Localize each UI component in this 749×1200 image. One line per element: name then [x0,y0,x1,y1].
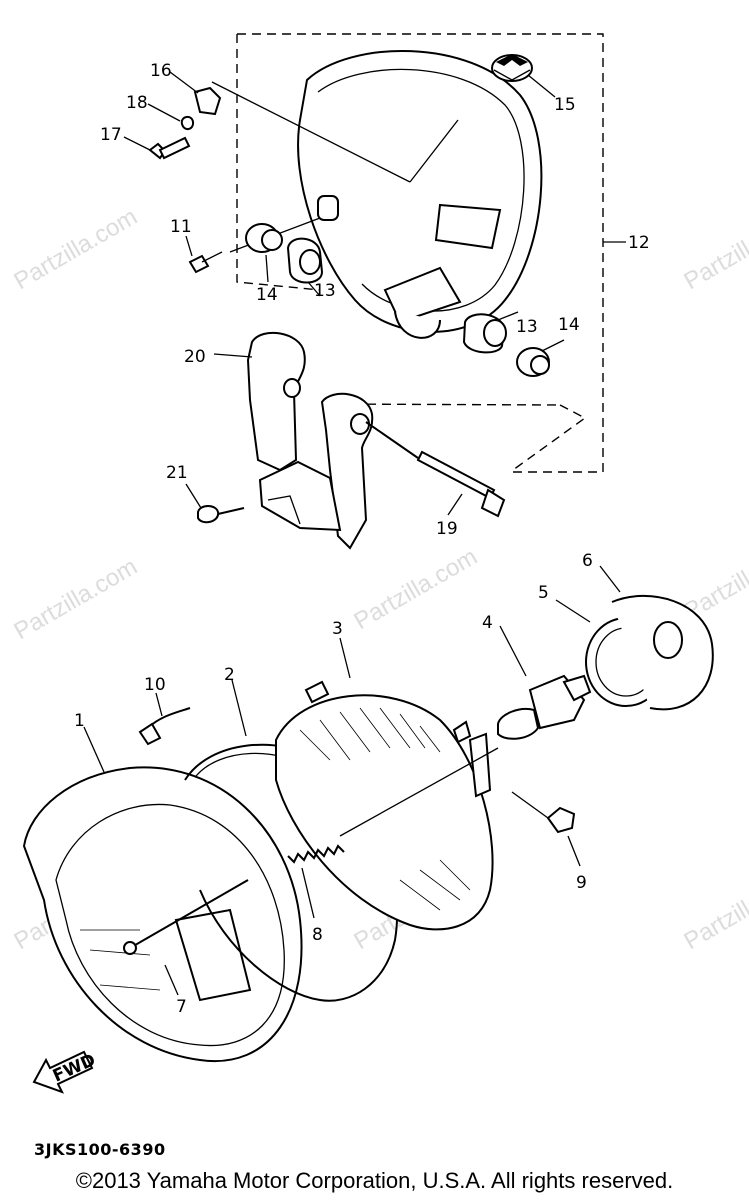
part-number-label: 7 [176,997,187,1017]
headlight-rim [22,726,303,1063]
part-labels: 16 18 17 15 11 12 14 13 13 14 20 21 19 6… [74,61,650,1017]
part-number-label: 10 [144,675,166,695]
part-number-label: 16 [150,61,172,81]
part-number-label: 13 [516,317,538,337]
housing-assembly-outline [236,33,626,473]
clip-part10 [138,692,191,746]
watermark-text: Partzilla.com [10,203,142,295]
part-number-label: 12 [628,233,650,253]
part-number-label: 2 [224,665,235,685]
bolt-part21 [185,483,245,524]
part-number-label: 6 [582,551,593,571]
part-number-label: 18 [126,93,148,113]
copyright-notice: ©2013 Yamaha Motor Corporation, U.S.A. A… [75,1168,674,1193]
bushing-collar-bolt-left [185,223,324,297]
bushing-collar-right [462,311,565,377]
part-number-label: 14 [558,315,580,335]
part-number-label: 20 [184,347,206,367]
nut-part9 [511,791,581,867]
part-number-label: 8 [312,925,323,945]
watermark-text: Partzilla.com [10,553,142,645]
part-number-label: 13 [314,281,336,301]
watermark-text: Partzilla.com [350,543,482,635]
part-number-label: 15 [554,95,576,115]
part-number-label: 3 [332,619,343,639]
part-number-label: 11 [170,217,192,237]
headlight-bracket [213,332,374,550]
part-number-label: 14 [256,285,278,305]
grommet-part15 [491,54,556,98]
watermark-text: Partzilla.com [680,863,749,955]
watermark-text: Partzilla.com [680,203,749,295]
lens-unit [275,637,494,931]
adjust-screw-spring [123,747,499,996]
bulb-socket-cover [555,565,714,711]
part-number-label: 9 [576,873,587,893]
part-number-label: 4 [482,613,493,633]
part-number-label: 21 [166,463,188,483]
part-number-label: 1 [74,711,85,731]
bolt-washer-nut-group [123,71,222,160]
part-number-label: 17 [100,125,122,145]
headlight-housing [211,50,543,339]
bolt-part19 [365,421,506,518]
forward-arrow-icon: FWD [32,1050,99,1094]
headlight-bulb [497,625,592,740]
part-number-label: 19 [436,519,458,539]
diagram-code: 3JKS100-6390 [34,1140,166,1159]
part-number-label: 5 [538,583,549,603]
